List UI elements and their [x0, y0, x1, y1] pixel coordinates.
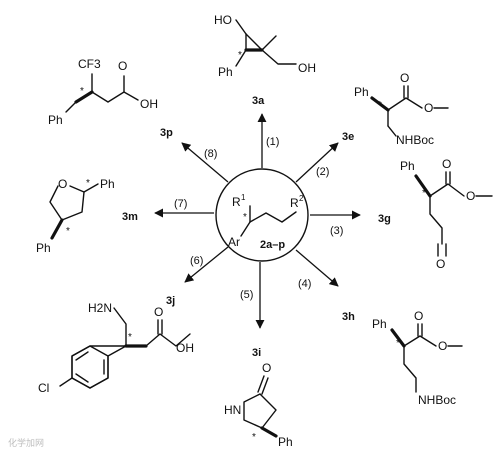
ho-label: HO	[214, 13, 232, 27]
svg-text:O: O	[424, 101, 433, 115]
svg-text:Ph: Ph	[278, 435, 293, 449]
svg-text:CF3: CF3	[78, 57, 101, 71]
svg-text:(6): (6)	[190, 255, 203, 267]
svg-text:O: O	[466, 189, 475, 203]
svg-text:O: O	[154, 305, 163, 319]
r1-label: R	[232, 195, 241, 209]
id-3h: 3h	[342, 311, 355, 323]
arrow-4: (4)	[295, 249, 339, 290]
svg-text:*: *	[128, 332, 132, 343]
svg-text:*: *	[252, 432, 256, 443]
svg-text:O: O	[436, 257, 445, 271]
arrow-5: (5)	[240, 262, 265, 329]
svg-text:*: *	[422, 188, 426, 199]
arrow-1: (1)	[257, 113, 279, 168]
product-3a: HO Ph * OH 3a	[214, 13, 316, 107]
svg-text:*: *	[238, 50, 242, 61]
svg-text:OH: OH	[176, 341, 194, 355]
svg-text:NHBoc: NHBoc	[418, 393, 456, 407]
r2-label: R	[290, 196, 299, 210]
substrate-2a-p: R 1 R 2 Ar * 2a–p	[215, 168, 309, 262]
watermark: 化学加网	[8, 437, 44, 448]
svg-text:Ph: Ph	[400, 159, 415, 173]
substrate-id: 2a–p	[260, 239, 285, 251]
id-3m: 3m	[122, 211, 138, 223]
svg-text:*: *	[396, 338, 400, 349]
svg-text:(7): (7)	[174, 198, 187, 210]
product-3j: H2N O OH * Cl 3j	[38, 295, 194, 395]
id-3j: 3j	[166, 295, 175, 307]
arrow-2: (2)	[295, 142, 339, 183]
svg-text:*: *	[378, 100, 382, 111]
product-3e: O O Ph * NHBoc 3e	[342, 71, 449, 147]
svg-text:1: 1	[241, 193, 246, 202]
svg-text:Ph: Ph	[354, 85, 369, 99]
arrow-7: (7)	[154, 198, 214, 218]
svg-text:(4): (4)	[298, 278, 311, 290]
svg-text:(8): (8)	[204, 148, 217, 160]
svg-text:(2): (2)	[316, 166, 329, 178]
product-3h: Ph O O * NHBoc 3h	[342, 309, 463, 407]
svg-text:(1): (1)	[266, 136, 279, 148]
svg-text:H2N: H2N	[88, 301, 112, 315]
svg-text:HN: HN	[224, 403, 241, 417]
svg-text:O: O	[442, 157, 451, 171]
id-3i: 3i	[252, 347, 261, 359]
id-3g: 3g	[378, 213, 391, 225]
svg-text:O: O	[58, 177, 67, 191]
svg-text:Ph: Ph	[48, 113, 63, 127]
svg-text:Ph: Ph	[218, 65, 233, 79]
svg-text:(3): (3)	[330, 225, 343, 237]
ar-label: Ar	[228, 235, 240, 249]
svg-text:Ph: Ph	[36, 241, 51, 255]
svg-text:*: *	[66, 226, 70, 237]
svg-text:O: O	[438, 339, 447, 353]
product-3m: O Ph * Ph * 3m	[36, 177, 138, 255]
svg-text:NHBoc: NHBoc	[396, 133, 434, 147]
svg-text:O: O	[414, 309, 423, 323]
product-3p: CF3 Ph * O OH 3p	[48, 57, 173, 139]
svg-text:O: O	[118, 59, 127, 73]
id-3p: 3p	[160, 127, 173, 139]
svg-text:Ph: Ph	[372, 317, 387, 331]
arrow-3: (3)	[310, 210, 361, 237]
svg-text:O: O	[262, 361, 271, 375]
substrate-circle	[215, 168, 309, 262]
svg-text:OH: OH	[140, 97, 158, 111]
svg-text:2: 2	[299, 194, 304, 203]
svg-text:O: O	[400, 71, 409, 85]
svg-text:Ph: Ph	[100, 177, 115, 191]
svg-text:Cl: Cl	[38, 381, 49, 395]
arrow-8: (8)	[181, 142, 229, 183]
id-3a: 3a	[252, 95, 265, 107]
svg-text:*: *	[86, 178, 90, 189]
product-3i: 3i O HN Ph *	[224, 347, 293, 449]
product-3g: Ph O O * O 3g	[378, 157, 493, 271]
svg-text:OH: OH	[298, 61, 316, 75]
svg-text:*: *	[80, 86, 84, 97]
id-3e: 3e	[342, 131, 354, 143]
stereocenter-star: *	[243, 212, 247, 223]
svg-text:(5): (5)	[240, 289, 253, 301]
arrow-6: (6)	[184, 246, 229, 283]
